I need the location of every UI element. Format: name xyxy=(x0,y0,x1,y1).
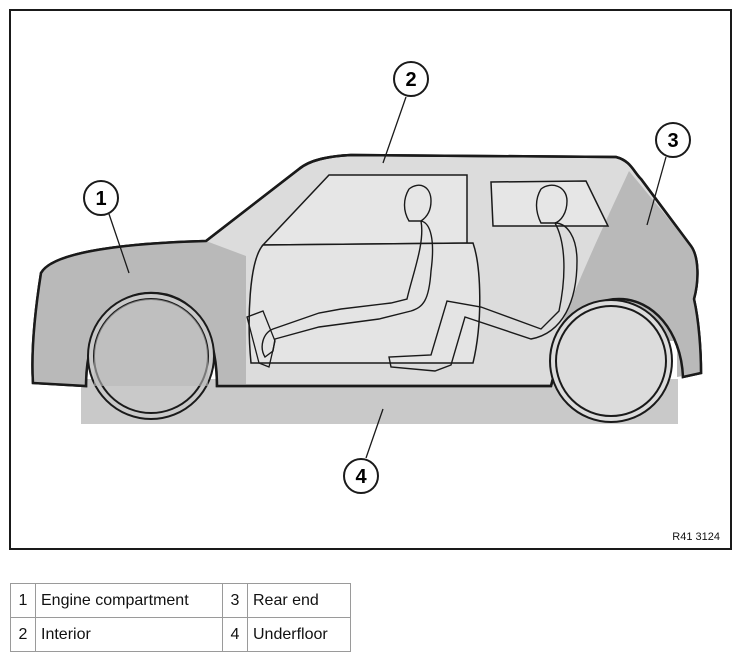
legend-row: 1 Engine compartment 3 Rear end xyxy=(10,583,351,618)
svg-text:2: 2 xyxy=(405,69,416,91)
callout-1: 1 xyxy=(83,180,119,216)
driver-seat xyxy=(246,310,276,368)
car-zones-diagram: 1 2 3 4 xyxy=(31,61,703,494)
legend-number: 2 xyxy=(10,617,36,652)
legend-table: 1 Engine compartment 3 Rear end 2 Interi… xyxy=(10,583,351,652)
legend-row: 2 Interior 4 Underfloor xyxy=(10,617,351,652)
rear-wheel xyxy=(549,299,673,423)
interior-zone xyxy=(248,242,481,364)
diagram-frame: 1 2 3 4 R41 3124 xyxy=(9,9,732,550)
legend-label: Rear end xyxy=(247,583,351,618)
figure-reference-code: R41 3124 xyxy=(672,531,720,543)
rear-wheel-inner xyxy=(555,305,667,417)
rear-window xyxy=(490,180,610,227)
callout-line-1 xyxy=(108,213,130,274)
legend-label: Interior xyxy=(35,617,223,652)
callout-line-4 xyxy=(365,408,384,459)
callout-4: 4 xyxy=(343,458,379,494)
svg-text:4: 4 xyxy=(355,466,367,488)
legend-label: Engine compartment xyxy=(35,583,223,618)
callout-line-2 xyxy=(382,96,407,164)
legend-label: Underfloor xyxy=(247,617,351,652)
callout-line-3 xyxy=(646,156,667,226)
driver-figure xyxy=(261,184,434,359)
callout-3: 3 xyxy=(655,122,691,158)
svg-text:3: 3 xyxy=(667,130,678,152)
svg-text:1: 1 xyxy=(95,188,106,210)
engine-compartment-zone xyxy=(32,241,247,386)
passenger-figure xyxy=(388,184,578,372)
front-wheel-shade xyxy=(94,299,208,386)
callout-2: 2 xyxy=(393,61,429,97)
legend-number: 4 xyxy=(222,617,248,652)
legend-number: 1 xyxy=(10,583,36,618)
legend-number: 3 xyxy=(222,583,248,618)
